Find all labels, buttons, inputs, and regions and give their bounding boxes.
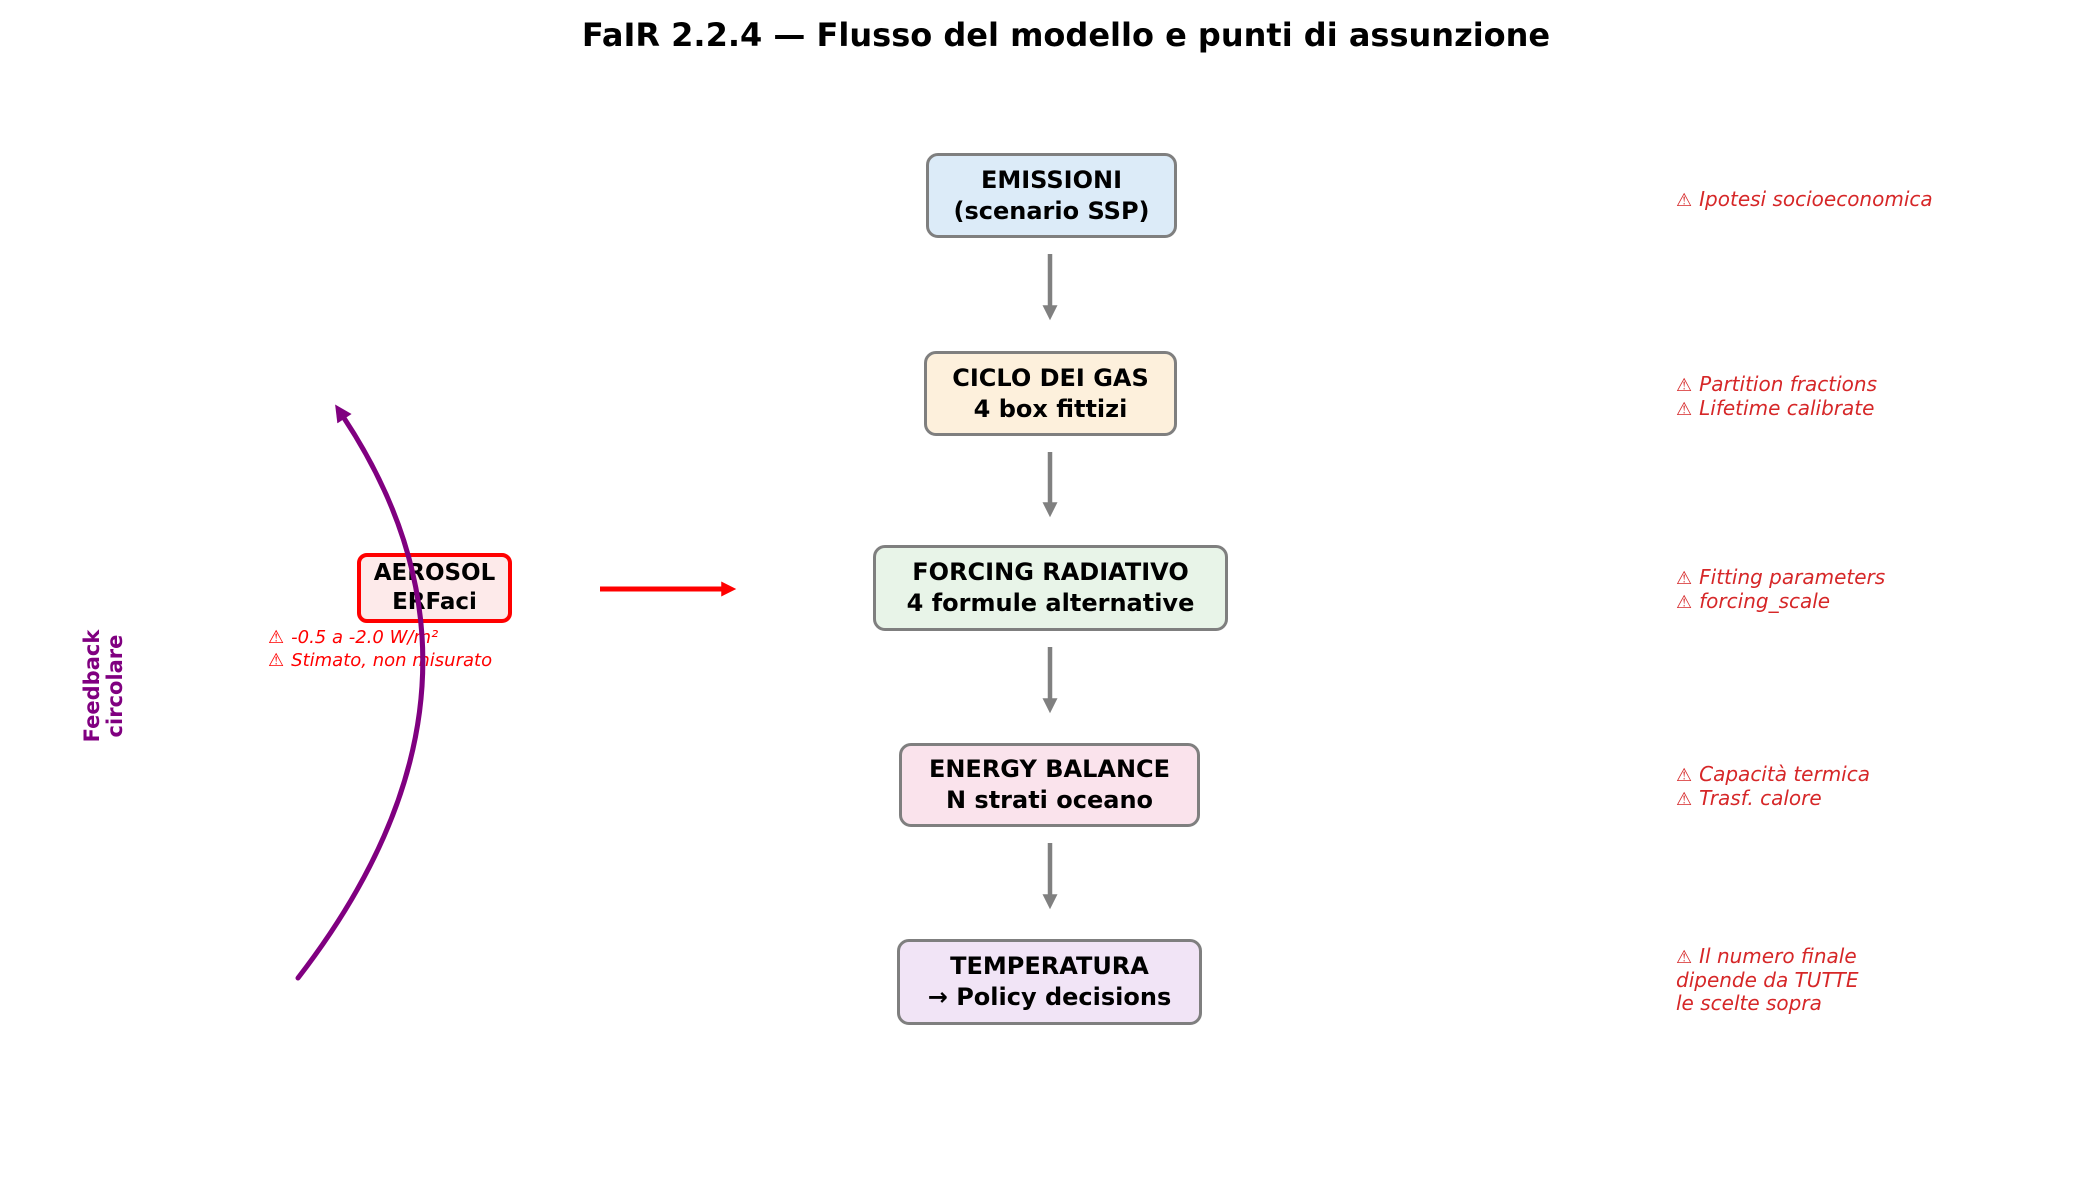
flow-box-gas-cycle-title: CICLO DEI GAS: [952, 363, 1149, 392]
flow-box-temperature: TEMPERATURA → Policy decisions: [897, 939, 1202, 1025]
warning-icon: ⚠: [1676, 375, 1693, 396]
annotation-energy-balance: ⚠ Capacità termica ⚠ Trasf. calore: [1676, 763, 1870, 811]
flow-box-energy-balance: ENERGY BALANCE N strati oceano: [899, 743, 1200, 827]
annotation-temperature: ⚠ Il numero finale dipende da TUTTE le s…: [1676, 945, 1859, 1015]
annotation-text: le scelte sopra: [1676, 991, 1822, 1015]
warning-icon: ⚠: [1676, 568, 1693, 589]
flow-box-energy-balance-title: ENERGY BALANCE: [928, 755, 1171, 783]
flow-box-radiative-forcing-title: FORCING RADIATIVO: [912, 558, 1189, 586]
warning-icon: ⚠: [1676, 789, 1693, 810]
feedback-curve-arrow: [295, 404, 426, 981]
annotation-emissions: ⚠ Ipotesi socioeconomica: [1676, 188, 1933, 212]
feedback-loop-label-line1: Feedback: [80, 629, 104, 743]
flow-box-radiative-forcing-subtitle: 4 formule alternative: [906, 589, 1195, 617]
warning-icon: ⚠: [1676, 947, 1693, 968]
flow-box-emissions: EMISSIONI (scenario SSP): [926, 153, 1177, 238]
annotation-text: Lifetime calibrate: [1699, 396, 1875, 420]
annotation-text: Fitting parameters: [1699, 565, 1886, 589]
warning-icon: ⚠: [268, 627, 285, 648]
aerosol-notes: ⚠ -0.5 a -2.0 W/m² ⚠ Stimato, non misura…: [268, 626, 492, 672]
annotation-text: Trasf. calore: [1699, 786, 1822, 810]
annotation-gas-cycle: ⚠ Partition fractions ⚠ Lifetime calibra…: [1676, 373, 1877, 421]
flow-box-emissions-subtitle: (scenario SSP): [953, 196, 1150, 225]
flow-box-emissions-title: EMISSIONI: [980, 165, 1123, 194]
aerosol-box: AEROSOL ERFaci: [357, 553, 512, 623]
flow-box-gas-cycle: CICLO DEI GAS 4 box fittizi: [924, 351, 1177, 436]
flow-box-energy-balance-subtitle: N strati oceano: [945, 786, 1154, 814]
flow-box-temperature-subtitle: → Policy decisions: [927, 983, 1172, 1011]
flow-box-gas-cycle-subtitle: 4 box fittizi: [973, 394, 1128, 423]
warning-icon: ⚠: [1676, 765, 1693, 786]
annotation-text: Il numero finale: [1699, 944, 1857, 968]
warning-icon: ⚠: [268, 650, 285, 671]
page-title: FaIR 2.2.4 — Flusso del modello e punti …: [581, 16, 1551, 54]
annotation-text: Ipotesi socioeconomica: [1699, 187, 1933, 211]
warning-icon: ⚠: [1676, 399, 1693, 420]
aerosol-box-title: AEROSOL: [373, 560, 496, 586]
warning-icon: ⚠: [1676, 190, 1693, 211]
flow-box-temperature-title: TEMPERATURA: [950, 952, 1149, 980]
flow-box-radiative-forcing: FORCING RADIATIVO 4 formule alternative: [873, 545, 1228, 631]
annotation-radiative-forcing: ⚠ Fitting parameters ⚠ forcing_scale: [1676, 566, 1885, 614]
feedback-loop-label: Feedback circolare: [80, 586, 127, 786]
annotation-text: Capacità termica: [1699, 762, 1870, 786]
annotation-text: forcing_scale: [1699, 589, 1831, 613]
aerosol-note-range: -0.5 a -2.0 W/m²: [291, 627, 439, 648]
aerosol-note-estimated: Stimato, non misurato: [291, 650, 493, 671]
annotation-text: dipende da TUTTE: [1676, 968, 1859, 992]
warning-icon: ⚠: [1676, 592, 1693, 613]
feedback-loop-label-line2: circolare: [103, 634, 127, 738]
annotation-text: Partition fractions: [1699, 372, 1877, 396]
aerosol-box-subtitle: ERFaci: [392, 589, 477, 615]
